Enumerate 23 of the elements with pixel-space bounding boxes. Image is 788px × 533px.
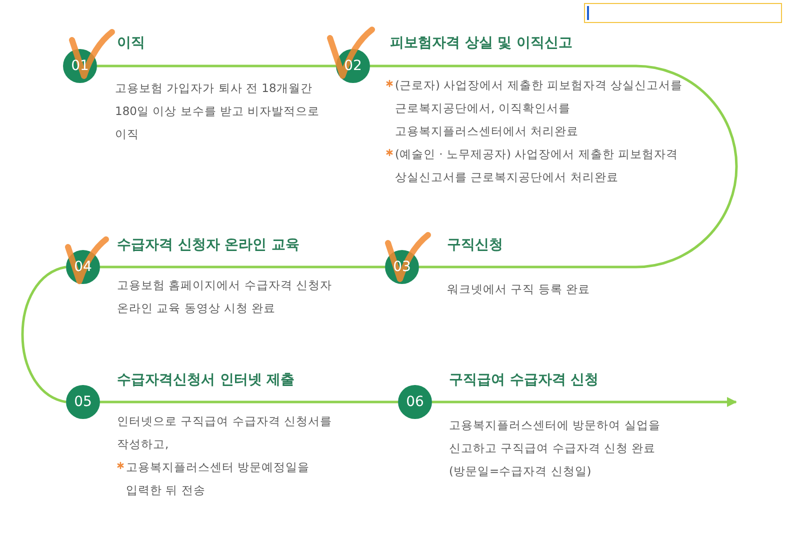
connector-line xyxy=(100,400,398,404)
step-description: 고용복지플러스센터에 방문하여 실업을 신고하고 구직급여 수급자격 신청 완료 xyxy=(449,417,662,457)
step-number: 05 xyxy=(74,395,92,409)
step-description: (예술인 · 노무제공자) 사업장에서 제출한 피보험자격 상실신고서를 근로복지공단에서 처리완료 xyxy=(395,146,679,186)
step-description: 워크넷에서 구직 등록 완료 xyxy=(447,281,590,298)
step-description: 인터넷으로 구직급여 수급자격 신청서를 작성하고, xyxy=(117,413,333,453)
connector-line xyxy=(21,266,66,404)
step-heading: 구직급여 수급자격 신청 xyxy=(449,371,599,389)
step-description: 고용복지플러스센터 방문예정일을 입력한 뒤 전송 xyxy=(126,459,311,499)
step-heading: 수급자격 신청자 온라인 교육 xyxy=(117,236,300,254)
connector-line xyxy=(370,64,738,268)
connector-line xyxy=(97,64,336,68)
step-number: 06 xyxy=(406,395,424,409)
step-heading: 구직신청 xyxy=(447,236,503,254)
step-heading: 수급자격신청서 인터넷 제출 xyxy=(117,371,295,389)
step-description: 고용보험 홈페이지에서 수급자격 신청자 온라인 교육 동영상 시청 완료 xyxy=(117,277,333,317)
step-heading: 이직 xyxy=(117,34,145,52)
connector-line xyxy=(100,266,385,268)
arrow xyxy=(432,397,737,407)
step-description: (근로자) 사업장에서 제출한 피보험자격 상실신고서를 근로복지공단에서, 이직확인서를 고용복지플러스센터에서 처리완료 xyxy=(395,77,684,140)
step-heading: 피보험자격 상실 및 이직신고 xyxy=(390,34,573,52)
step-description: (방문일=수급자격 신청일) xyxy=(449,463,592,480)
step-description: 고용보험 가입자가 퇴사 전 18개월간 180일 이상 보수를 받고 비자발적으로 이직 xyxy=(115,80,321,143)
